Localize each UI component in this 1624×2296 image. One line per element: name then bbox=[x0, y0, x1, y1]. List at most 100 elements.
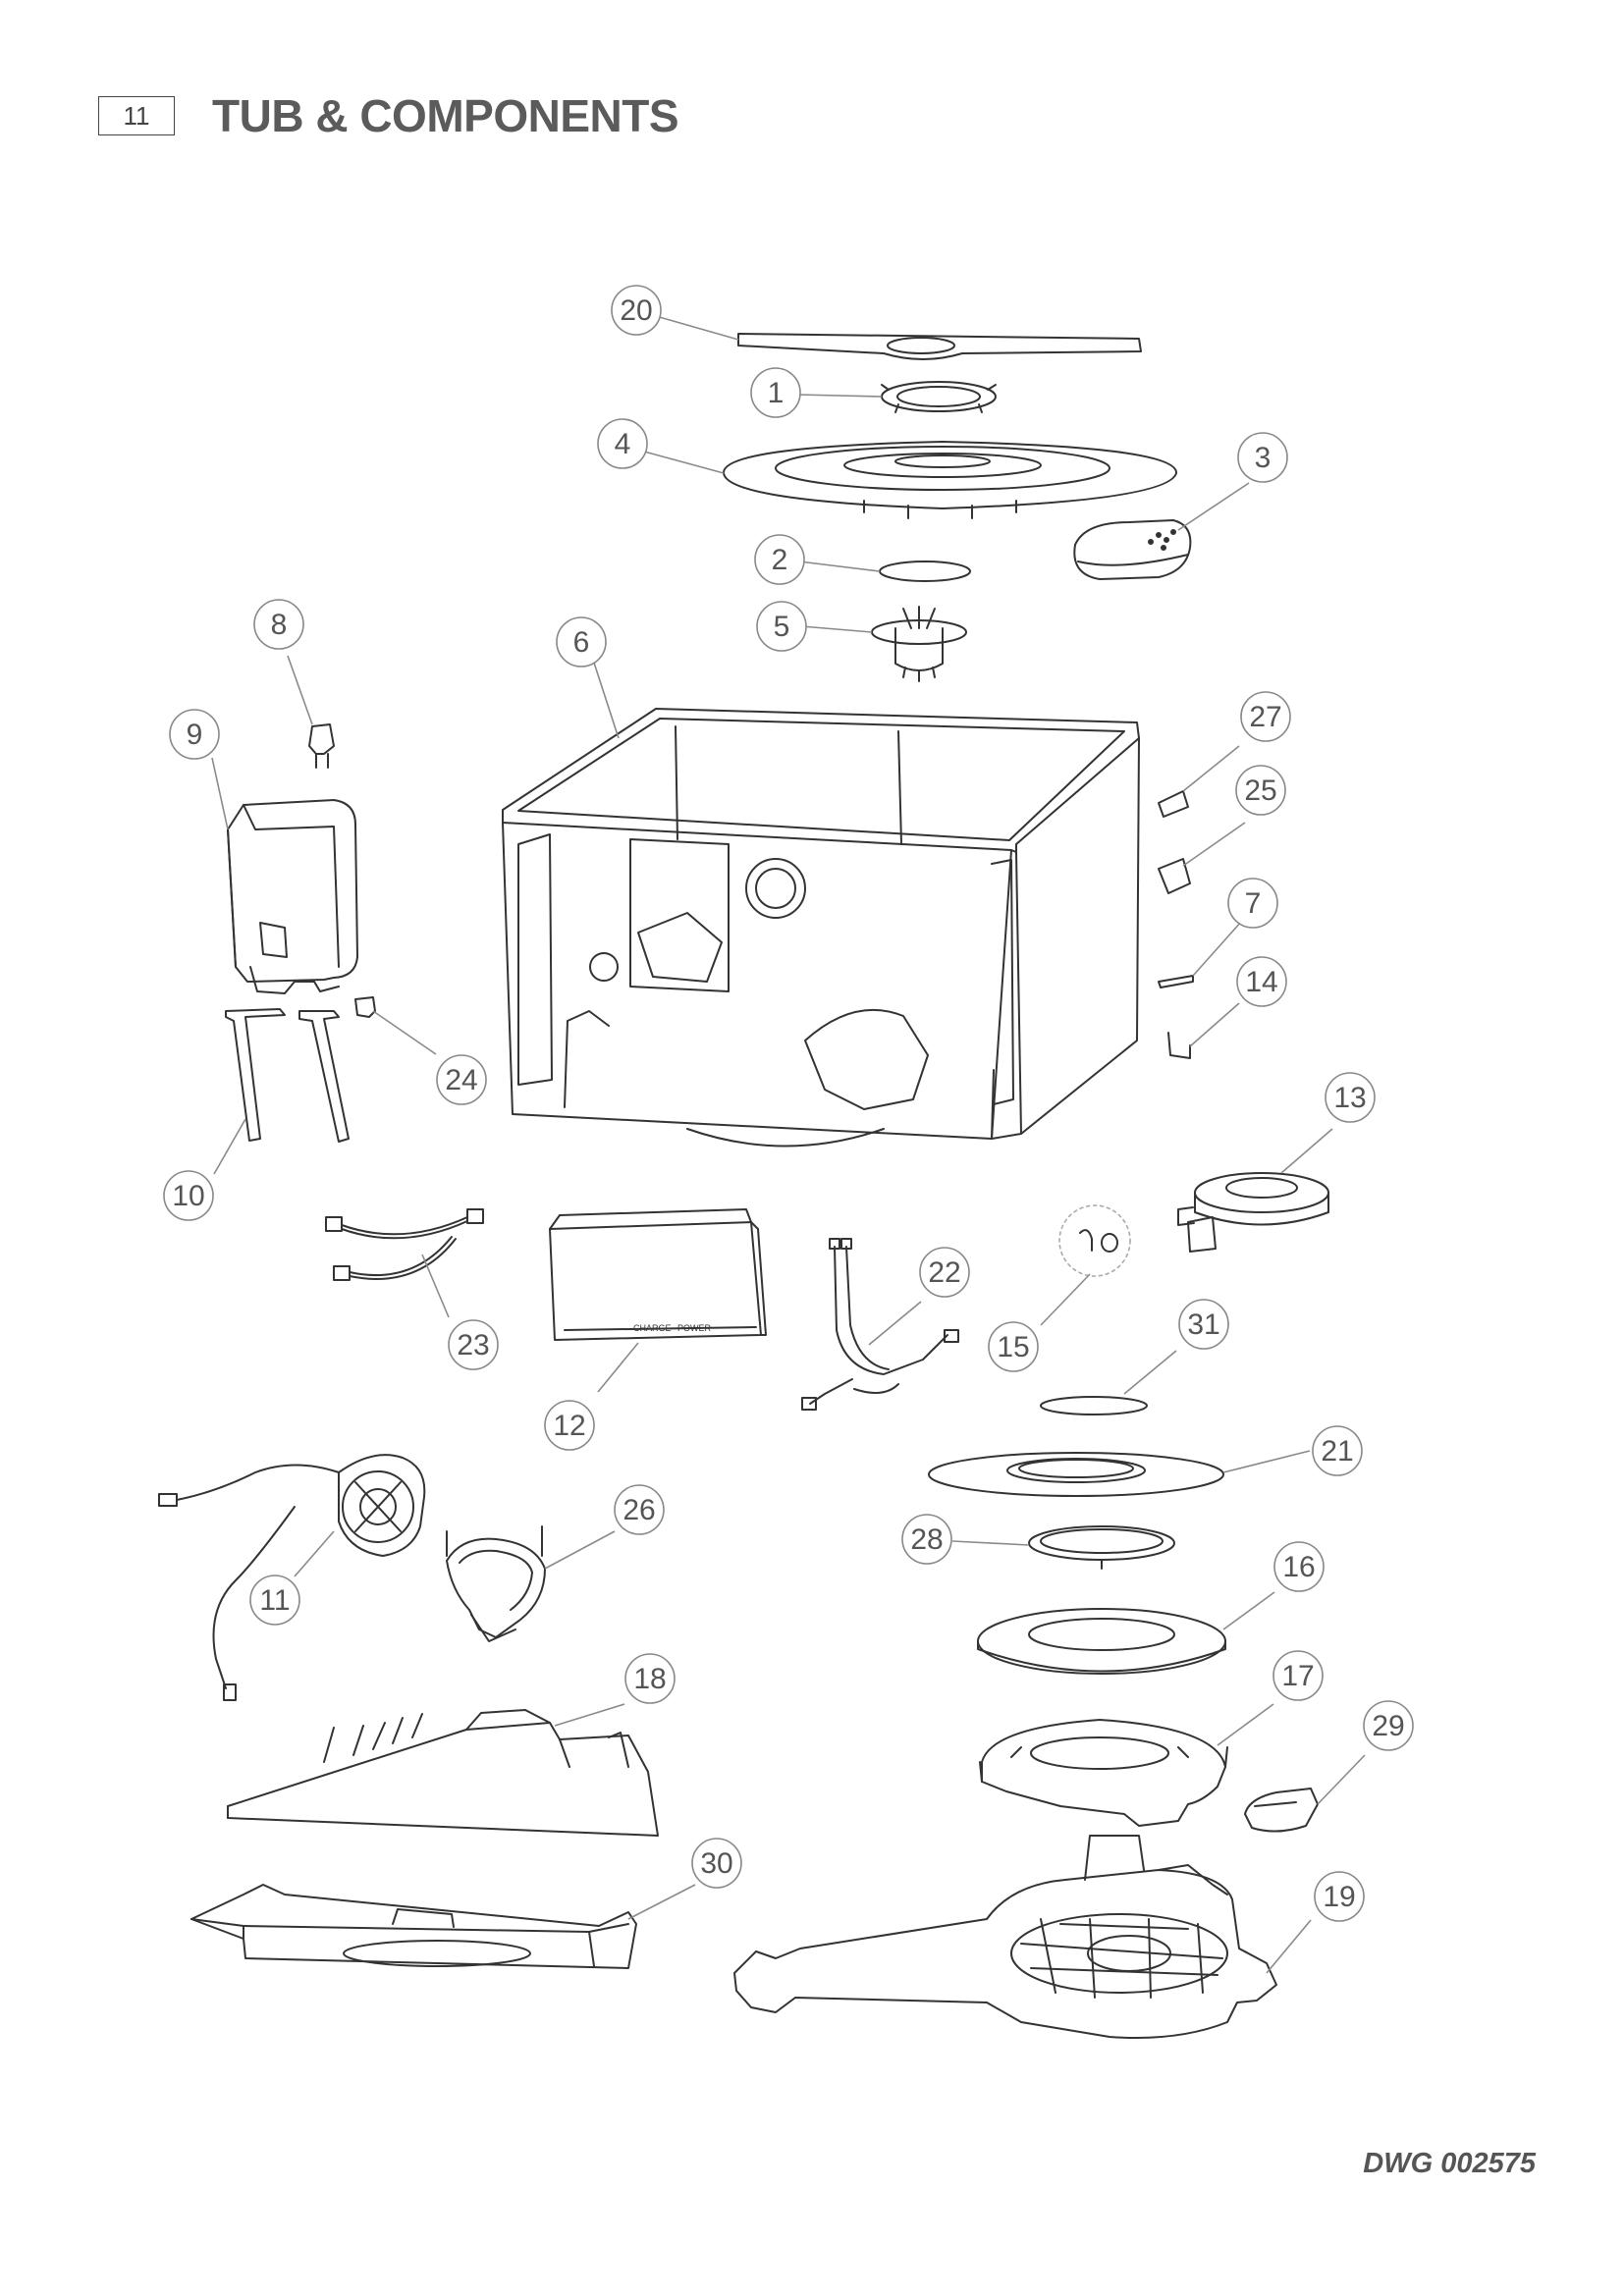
callout-circle bbox=[1363, 1700, 1414, 1751]
part-8-connector bbox=[308, 723, 335, 769]
callout-number: 18 bbox=[633, 1663, 666, 1695]
callout-circle bbox=[1227, 878, 1278, 929]
callout-circle bbox=[556, 616, 607, 667]
callout-2: 2 bbox=[754, 534, 805, 585]
callout-circle bbox=[1273, 1541, 1325, 1592]
callout-14: 14 bbox=[1236, 956, 1287, 1007]
callout-number: 22 bbox=[928, 1256, 960, 1289]
callout-circle bbox=[1236, 956, 1287, 1007]
part-20-upper-spray-arm bbox=[737, 333, 1142, 360]
callout-13: 13 bbox=[1325, 1072, 1376, 1123]
part-28-retaining-ring bbox=[1028, 1525, 1175, 1570]
callout-number: 21 bbox=[1321, 1435, 1353, 1468]
callout-circle bbox=[756, 601, 807, 652]
callout-26: 26 bbox=[614, 1484, 665, 1535]
callout-number: 6 bbox=[573, 626, 590, 659]
callout-circle bbox=[544, 1400, 595, 1451]
callout-27: 27 bbox=[1240, 691, 1291, 742]
callout-6: 6 bbox=[556, 616, 607, 667]
callout-circle bbox=[436, 1054, 487, 1105]
part-18-base-tray bbox=[227, 1709, 659, 1837]
callout-circle bbox=[901, 1514, 952, 1565]
part-22-pump-harness bbox=[801, 1238, 959, 1411]
callout-number: 25 bbox=[1244, 774, 1276, 807]
callout-circle bbox=[253, 599, 304, 650]
callout-number: 7 bbox=[1245, 887, 1262, 920]
callout-number: 27 bbox=[1249, 701, 1281, 733]
callout-circle bbox=[1237, 432, 1288, 483]
callout-circle bbox=[1312, 1425, 1363, 1476]
callout-25: 25 bbox=[1235, 765, 1286, 816]
callout-3: 3 bbox=[1237, 432, 1288, 483]
callout-circle bbox=[624, 1653, 676, 1704]
callout-10: 10 bbox=[163, 1170, 214, 1221]
callout-18: 18 bbox=[624, 1653, 676, 1704]
part-21-sump-plate bbox=[928, 1452, 1224, 1497]
callout-circle bbox=[1325, 1072, 1376, 1123]
callout-circle bbox=[691, 1838, 742, 1889]
callout-number: 1 bbox=[768, 377, 785, 409]
callout-number: 5 bbox=[774, 611, 790, 643]
callout-number: 29 bbox=[1372, 1710, 1404, 1742]
part-17-sump-housing bbox=[979, 1719, 1228, 1827]
part-29-chute bbox=[1244, 1788, 1319, 1833]
callout-number: 10 bbox=[172, 1180, 204, 1212]
part-5-wash-impeller bbox=[871, 606, 967, 682]
part-26-hose-clamp bbox=[446, 1525, 546, 1642]
callout-number: 16 bbox=[1282, 1551, 1315, 1583]
callout-number: 19 bbox=[1323, 1881, 1355, 1913]
callout-7: 7 bbox=[1227, 878, 1278, 929]
part-3-coarse-filter bbox=[1073, 519, 1192, 580]
callout-19: 19 bbox=[1314, 1871, 1365, 1922]
callout-24: 24 bbox=[436, 1054, 487, 1105]
callout-circle bbox=[448, 1319, 499, 1370]
callout-number: 3 bbox=[1255, 442, 1272, 474]
part-15-o-rings bbox=[1058, 1204, 1131, 1277]
part-19-spray-arm-lower bbox=[733, 1835, 1277, 2039]
callout-number: 11 bbox=[259, 1584, 290, 1617]
part-9-control-module bbox=[227, 799, 358, 994]
part-13-drain-pump bbox=[1177, 1172, 1329, 1253]
part-12-control-board bbox=[549, 1208, 767, 1341]
part-10-brackets bbox=[225, 1008, 350, 1143]
callout-number: 28 bbox=[910, 1523, 943, 1556]
callout-21: 21 bbox=[1312, 1425, 1363, 1476]
callout-number: 23 bbox=[457, 1329, 489, 1362]
callout-number: 12 bbox=[553, 1410, 585, 1442]
part-6-tub bbox=[502, 708, 1140, 1148]
callout-11: 11 bbox=[249, 1575, 300, 1626]
callout-number: 9 bbox=[187, 719, 203, 751]
callout-circle bbox=[163, 1170, 214, 1221]
page-title: TUB & COMPONENTS bbox=[212, 90, 679, 141]
part-27-clip bbox=[1158, 790, 1189, 818]
callout-circle bbox=[750, 367, 801, 418]
callout-15: 15 bbox=[988, 1321, 1039, 1372]
callout-circle bbox=[1240, 691, 1291, 742]
callout-circle bbox=[1178, 1299, 1229, 1350]
callout-number: 20 bbox=[620, 294, 652, 327]
callout-circle bbox=[249, 1575, 300, 1626]
callout-8: 8 bbox=[253, 599, 304, 650]
callout-4: 4 bbox=[597, 418, 648, 469]
part-7-pin bbox=[1158, 975, 1194, 988]
callout-circle bbox=[1314, 1871, 1365, 1922]
part-4-filter-plate bbox=[722, 441, 1178, 519]
callout-number: 30 bbox=[700, 1847, 732, 1880]
callout-28: 28 bbox=[901, 1514, 952, 1565]
callout-22: 22 bbox=[919, 1247, 970, 1298]
callout-9: 9 bbox=[169, 709, 220, 760]
callout-circle bbox=[169, 709, 220, 760]
callout-number: 14 bbox=[1245, 966, 1277, 998]
callout-number: 8 bbox=[271, 609, 288, 641]
callout-circle bbox=[611, 285, 662, 336]
drawing-number: DWG 002575 bbox=[1363, 2148, 1536, 2179]
callout-17: 17 bbox=[1272, 1650, 1324, 1701]
panel-label-power: POWER bbox=[677, 1323, 712, 1333]
part-23-wire-harness bbox=[325, 1208, 484, 1281]
callout-number: 4 bbox=[615, 428, 631, 460]
part-11-fan-motor bbox=[158, 1454, 426, 1701]
callout-circle bbox=[754, 534, 805, 585]
page-number: 11 bbox=[98, 96, 175, 135]
callout-circle bbox=[614, 1484, 665, 1535]
